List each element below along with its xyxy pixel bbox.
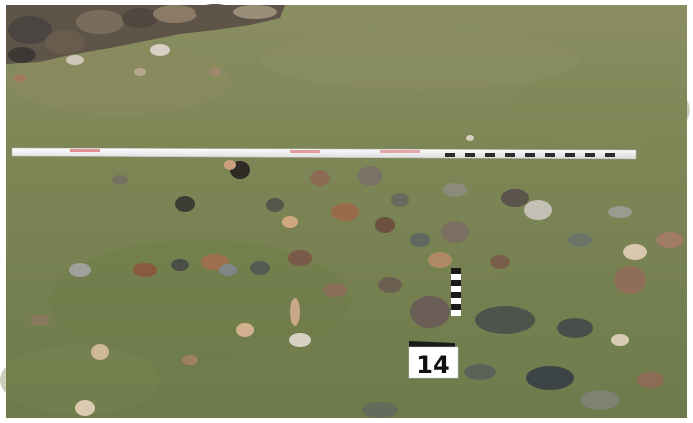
number-marker: 14 [408, 341, 459, 379]
marker-number-label: 14 [416, 351, 449, 379]
scattered-stones [30, 135, 684, 418]
stone-pile [6, 4, 285, 82]
scale-bar [451, 268, 461, 316]
measuring-rod [11, 147, 637, 160]
